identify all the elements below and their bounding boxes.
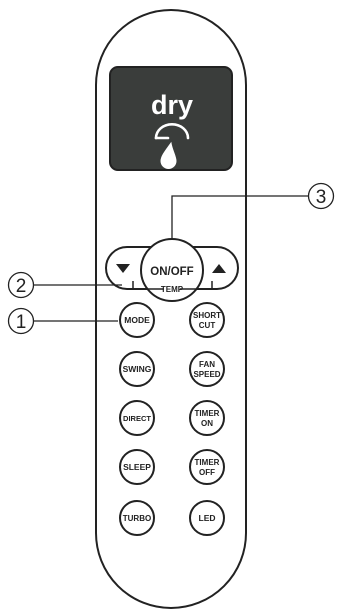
callout-3-leader	[171, 195, 308, 239]
power-button-label: ON/OFF	[150, 266, 193, 278]
swing-button[interactable]: SWING	[119, 351, 155, 387]
mode-button-label: MODE	[124, 315, 150, 325]
dry-mode-droplet-icon	[154, 122, 190, 169]
direct-button-label: DIRECT	[123, 414, 151, 423]
direct-button[interactable]: DIRECT	[119, 400, 155, 436]
callout-3: 3	[307, 182, 335, 210]
shortcut-button-label-line2: CUT	[199, 321, 216, 330]
fan-speed-button[interactable]: FAN SPEED	[189, 351, 225, 387]
shortcut-button-label-line1: SHORT	[193, 311, 221, 320]
callout-2-number: 2	[16, 276, 27, 297]
led-button-label: LED	[199, 513, 216, 523]
temp-bracket	[132, 281, 213, 290]
timer-off-button-label-line1: TIMER	[195, 458, 220, 467]
timer-on-button[interactable]: TIMER ON	[189, 400, 225, 436]
swing-button-label: SWING	[123, 364, 152, 374]
sleep-button[interactable]: SLEEP	[119, 449, 155, 485]
fan-speed-button-label-line2: SPEED	[193, 370, 220, 379]
timer-off-button[interactable]: TIMER OFF	[189, 449, 225, 485]
callout-3-number: 3	[316, 187, 327, 208]
temp-label: TEMP	[161, 285, 184, 294]
triangle-down-icon	[116, 264, 130, 273]
timer-off-button-label-line2: OFF	[199, 468, 215, 477]
temp-up-button[interactable]	[212, 264, 226, 273]
display-screen	[109, 66, 233, 171]
callout-2: 2	[7, 271, 35, 299]
mode-button[interactable]: MODE	[119, 302, 155, 338]
display-mode-text: dry	[151, 90, 193, 120]
temp-down-button[interactable]	[116, 264, 130, 273]
callout-1: 1	[7, 307, 35, 335]
led-button[interactable]: LED	[189, 500, 225, 536]
shortcut-button[interactable]: SHORT CUT	[189, 302, 225, 338]
timer-on-button-label-line1: TIMER	[195, 409, 220, 418]
timer-on-button-label-line2: ON	[201, 419, 213, 428]
turbo-button-label: TURBO	[123, 514, 151, 523]
power-button[interactable]: ON/OFF	[140, 238, 204, 302]
callout-1-number: 1	[16, 312, 27, 333]
sleep-button-label: SLEEP	[123, 462, 151, 472]
triangle-up-icon	[212, 264, 226, 273]
turbo-button[interactable]: TURBO	[119, 500, 155, 536]
fan-speed-button-label-line1: FAN	[199, 360, 215, 369]
